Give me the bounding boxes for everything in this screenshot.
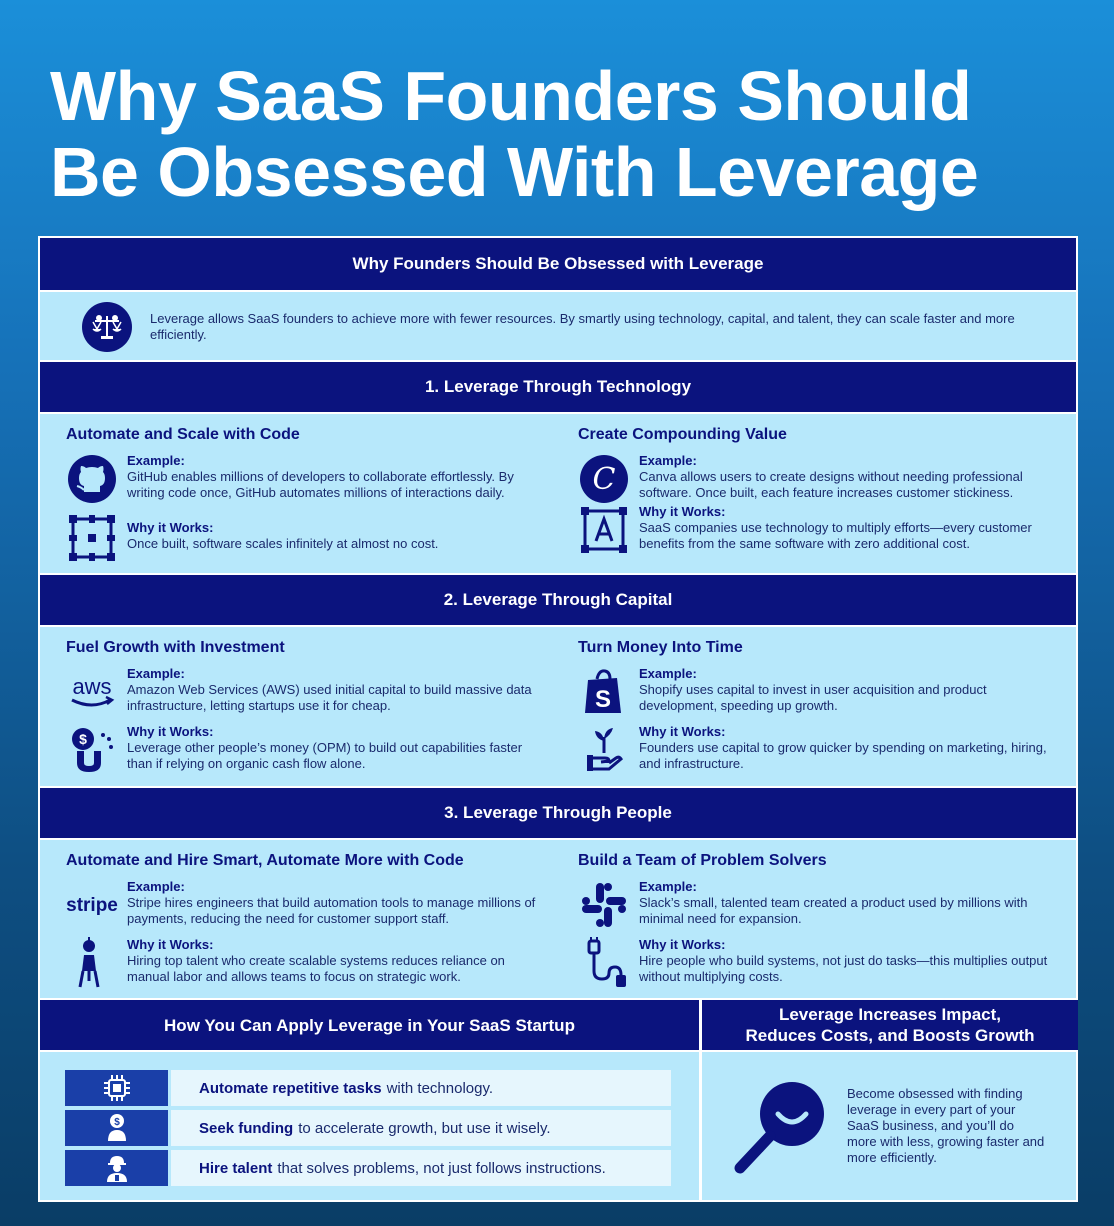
shopify-icon: S [578, 666, 630, 718]
tech-right-column: Create Compounding Value C Example: Canv… [578, 426, 1058, 553]
apply-row-bold: Automate repetitive tasks [199, 1079, 382, 1097]
svg-text:S: S [595, 686, 611, 713]
github-icon [66, 453, 118, 505]
why-text: SaaS companies use technology to multipl… [639, 520, 1032, 551]
why-label: Why it Works: [639, 724, 726, 739]
why-item: $ Why it Works: Leverage other people’s … [66, 724, 537, 776]
column-title: Turn Money Into Time [578, 639, 743, 656]
column-title: Create Compounding Value [578, 426, 787, 443]
why-label: Why it Works: [127, 724, 214, 739]
compass-person-icon [66, 937, 118, 989]
infographic-panel: Why Founders Should Be Obsessed with Lev… [38, 236, 1078, 1202]
main-title-line1: Why SaaS Founders Should [50, 57, 972, 135]
apply-title: How You Can Apply Leverage in Your SaaS … [40, 1000, 699, 1052]
impact-text: Become obsessed with finding leverage in… [847, 1086, 1045, 1165]
slack-icon [578, 879, 630, 931]
magnifier-smile-icon [730, 1078, 830, 1183]
frame-icon [66, 512, 118, 564]
apply-row: Automate repetitive tasks with technolog… [65, 1070, 671, 1106]
why-label: Why it Works: [639, 937, 726, 952]
impact-title: Leverage Increases Impact, Reduces Costs… [702, 1000, 1078, 1052]
money-person-icon: $ [65, 1110, 168, 1146]
apply-row: Hire talent that solves problems, not ju… [65, 1150, 671, 1186]
why-text: Once built, software scales infinitely a… [127, 536, 439, 551]
example-item: Example: Slack’s small, talented team cr… [578, 879, 1059, 931]
intro-text: Leverage allows SaaS founders to achieve… [150, 311, 1015, 342]
aws-logo-text: aws [72, 674, 111, 699]
tech-left-column: Automate and Scale with Code Example: Gi… [66, 426, 546, 561]
dollar-magnet-icon: $ [66, 724, 118, 776]
why-label: Why it Works: [127, 520, 214, 535]
apply-row-text: to accelerate growth, but use it wisely. [298, 1119, 551, 1137]
example-text: Slack’s small, talented team created a p… [639, 895, 1028, 926]
apply-row-text: that solves problems, not just follows i… [277, 1159, 606, 1177]
capital-left-column: Fuel Growth with Investment aws Example:… [66, 639, 546, 772]
example-item: Example: GitHub enables millions of deve… [66, 453, 537, 505]
example-text: Canva allows users to create designs wit… [639, 469, 1023, 500]
example-label: Example: [127, 879, 185, 894]
example-text: Amazon Web Services (AWS) used initial c… [127, 682, 532, 713]
column-title: Build a Team of Problem Solvers [578, 852, 827, 869]
why-text: Hiring top talent who create scalable sy… [127, 953, 505, 984]
section-technology-band: 1. Leverage Through Technology [40, 360, 1076, 414]
example-item: aws Example: Amazon Web Services (AWS) u… [66, 666, 537, 718]
cable-icon [578, 937, 630, 989]
section-people-band: 3. Leverage Through People [40, 786, 1076, 840]
why-item: Why it Works: SaaS companies use technol… [578, 504, 1059, 556]
section-capital-band: 2. Leverage Through Capital [40, 573, 1076, 627]
why-label: Why it Works: [639, 504, 726, 519]
apply-row-bold: Hire talent [199, 1159, 273, 1177]
apply-row-bold: Seek funding [199, 1119, 294, 1137]
apply-row: $ Seek funding to accelerate growth, but… [65, 1110, 671, 1146]
worker-icon [65, 1150, 168, 1186]
column-title: Automate and Scale with Code [66, 426, 300, 443]
canva-letter: C [593, 462, 616, 497]
why-item: Why it Works: Founders use capital to gr… [578, 724, 1049, 776]
canva-icon: C [578, 453, 630, 505]
svg-text:$: $ [114, 1117, 120, 1128]
example-label: Example: [639, 879, 697, 894]
aws-logo: aws [66, 666, 118, 718]
stripe-logo-text: stripe [66, 895, 118, 916]
example-label: Example: [639, 666, 697, 681]
example-text: Shopify uses capital to invest in user a… [639, 682, 987, 713]
example-item: S Example: Shopify uses capital to inves… [578, 666, 1049, 718]
why-item: Why it Works: Hiring top talent who crea… [66, 937, 537, 989]
people-left-column: Automate and Hire Smart, Automate More w… [66, 852, 546, 988]
main-title: Why SaaS Founders Should Be Obsessed Wit… [50, 58, 1080, 210]
example-item: C Example: Canva allows users to create … [578, 453, 1049, 505]
main-title-line2: Be Obsessed With Leverage [50, 133, 979, 211]
example-text: GitHub enables millions of developers to… [127, 469, 514, 500]
example-item: stripe Example: Stripe hires engineers t… [66, 879, 537, 931]
example-label: Example: [127, 666, 185, 681]
example-text: Stripe hires engineers that build automa… [127, 895, 536, 926]
header-band: Why Founders Should Be Obsessed with Lev… [40, 238, 1076, 292]
capital-right-column: Turn Money Into Time S Example: Shopify … [578, 639, 1058, 771]
impact-title-line2: Reduces Costs, and Boosts Growth [745, 1026, 1035, 1045]
svg-text:$: $ [79, 731, 87, 747]
stripe-logo: stripe [66, 879, 118, 931]
why-text: Founders use capital to grow quicker by … [639, 740, 1047, 771]
intro: Leverage allows SaaS founders to achieve… [82, 298, 1042, 356]
chip-icon [65, 1070, 168, 1106]
hand-plant-icon [578, 724, 630, 776]
why-text: Hire people who build systems, not just … [639, 953, 1048, 984]
impact-section: Leverage Increases Impact, Reduces Costs… [699, 998, 1078, 1202]
why-text: Leverage other people’s money (OPM) to b… [127, 740, 523, 771]
example-label: Example: [639, 453, 697, 468]
why-item: Why it Works: Once built, software scale… [66, 512, 537, 564]
why-item: Why it Works: Hire people who build syst… [578, 937, 1059, 989]
apply-row-text: with technology. [386, 1079, 494, 1097]
scale-balance-icon [82, 302, 132, 352]
why-label: Why it Works: [127, 937, 214, 952]
example-label: Example: [127, 453, 185, 468]
people-right-column: Build a Team of Problem Solvers Example:… [578, 852, 1058, 987]
apply-section: How You Can Apply Leverage in Your SaaS … [40, 998, 699, 1202]
column-title: Fuel Growth with Investment [66, 639, 285, 656]
letter-a-frame-icon [578, 504, 630, 556]
column-title: Automate and Hire Smart, Automate More w… [66, 852, 464, 869]
impact-title-line1: Leverage Increases Impact, [778, 1005, 1002, 1024]
